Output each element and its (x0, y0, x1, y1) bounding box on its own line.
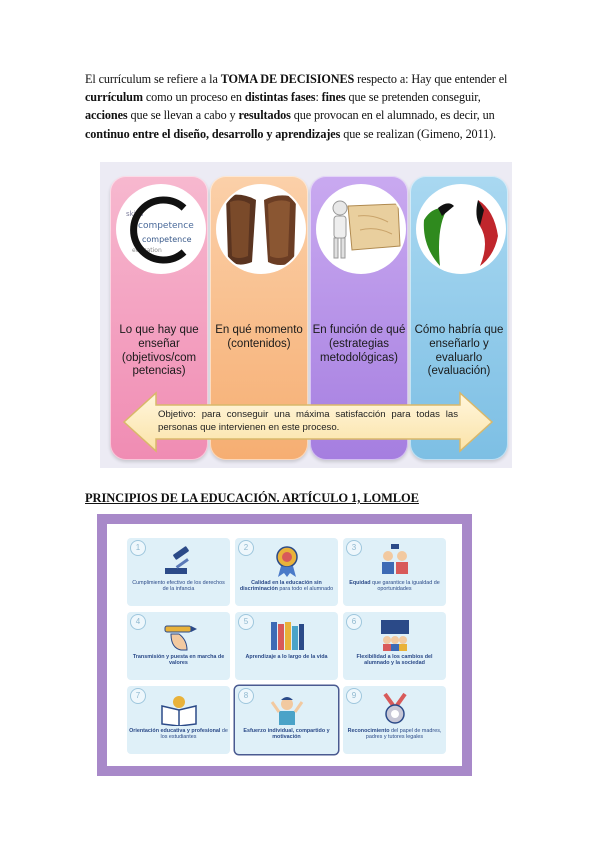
principle-card-9: 9 Reconocimiento del papel de madres, pa… (343, 686, 446, 754)
principle-caption: Transmisión y puesta en marcha de valore… (132, 654, 225, 667)
principles-infographic: 1 Cumplimiento efectivo de los derechos … (97, 514, 472, 776)
intro-paragraph: El currículum se refiere a la TOMA DE DE… (85, 70, 513, 143)
column-label: En función de qué (estrategias metodológ… (312, 324, 406, 364)
intro-bold-continuo: continuo entre el diseño, desarrollo y a… (85, 126, 341, 141)
gavel-icon (165, 546, 189, 574)
svg-text:education: education (132, 247, 162, 254)
objective-text: Objetivo: para conseguir una máxima sati… (158, 409, 458, 433)
principle-card-3: 3 Equidad que garantice la igualdad de o… (343, 538, 446, 606)
principle-number: 1 (130, 540, 146, 556)
intro-bold-acciones: acciones (85, 108, 128, 123)
principle-caption: Cumplimiento efectivo de los derechos de… (132, 580, 225, 593)
double-arrow-banner (122, 391, 494, 453)
principle-caption: Flexibilidad a los cambios del alumnado … (356, 654, 433, 667)
student-cheer-icon (270, 697, 304, 725)
principle-card-8: 8 Esfuerzo individual, compartido y moti… (235, 686, 338, 754)
books-icon (271, 622, 304, 650)
principle-caption: Equidad que garantice la igualdad de opo… (349, 580, 440, 593)
intro-text: que provocan en el alumnado, es decir, u… (290, 108, 495, 123)
principle-number: 3 (346, 540, 362, 556)
principle-caption: Orientación educativa y profesional de l… (129, 728, 228, 741)
principle-card-6: 6 Flexibilidad a los cambios del alumnad… (343, 612, 446, 680)
principle-card-7: 7 Orientación educativa y profesional de… (127, 686, 230, 754)
svg-text:competence: competence (138, 221, 194, 231)
section-title: PRINCIPIOS DE LA EDUCACIÓN. ARTÍCULO 1, … (85, 491, 419, 505)
principle-caption: Aprendizaje a lo largo de la vida (245, 654, 328, 660)
intro-text: El currículum se refiere a la (85, 72, 221, 86)
principle-number: 5 (238, 614, 254, 630)
principle-number: 6 (346, 614, 362, 630)
principles-grid: 1 Cumplimiento efectivo de los derechos … (107, 524, 462, 766)
hourglass-wood-image (216, 184, 306, 274)
curriculum-infographic: skills competence competence education L… (100, 162, 512, 468)
principle-card-1: 1 Cumplimiento efectivo de los derechos … (127, 538, 230, 606)
intro-bold-toma-decisiones: TOMA DE DECISIONES (220, 72, 355, 86)
hand-pencil-icon (164, 625, 197, 651)
intro-bold-fases: distintas fases (244, 90, 316, 105)
principle-caption: Esfuerzo individual, compartido y motiva… (243, 728, 330, 741)
column-label: En qué momento (contenidos) (215, 324, 303, 350)
column-label: Lo que hay que enseñar (objetivos/com pe… (119, 324, 199, 378)
intro-text: : (315, 90, 322, 105)
classroom-icon (381, 620, 409, 651)
principle-card-2: 2 Calidad en la educación sin discrimina… (235, 538, 338, 606)
intro-text: como un proceso en (142, 90, 245, 105)
principle-number: 8 (238, 688, 254, 704)
students-icon (382, 544, 408, 574)
intro-bold-curriculum: currículum (85, 90, 143, 105)
intro-text: que se pretenden conseguir, (345, 90, 481, 105)
principle-number: 2 (238, 540, 254, 556)
principle-caption: Calidad en la educación sin discriminaci… (239, 580, 334, 593)
column-label: Cómo habría que enseñarlo y evaluarlo (e… (414, 324, 504, 378)
intro-text: que se llevan a cabo y (127, 108, 239, 123)
principle-number: 4 (130, 614, 146, 630)
award-medal-icon (276, 546, 298, 577)
principle-card-4: 4 Transmisión y puesta en marcha de valo… (127, 612, 230, 680)
svg-text:competence: competence (142, 235, 192, 244)
checkmark-cross-image (416, 184, 506, 274)
principle-number: 7 (130, 688, 146, 704)
intro-text: que se realizan (Gimeno, 2011). (340, 126, 496, 141)
principle-card-5: 5 Aprendizaje a lo largo de la vida (235, 612, 338, 680)
principle-number: 9 (346, 688, 362, 704)
competence-wordcloud-image: skills competence competence education (116, 184, 206, 274)
principle-caption: Reconocimiento del papel de madres, padr… (347, 728, 442, 741)
figure-map-image (316, 184, 406, 274)
intro-bold-fines: fines (321, 90, 346, 105)
intro-bold-resultados: resultados (238, 108, 291, 123)
open-book-icon (161, 696, 197, 726)
intro-text: respecto a: Hay que entender el (354, 72, 508, 86)
medal-icon (383, 692, 407, 724)
